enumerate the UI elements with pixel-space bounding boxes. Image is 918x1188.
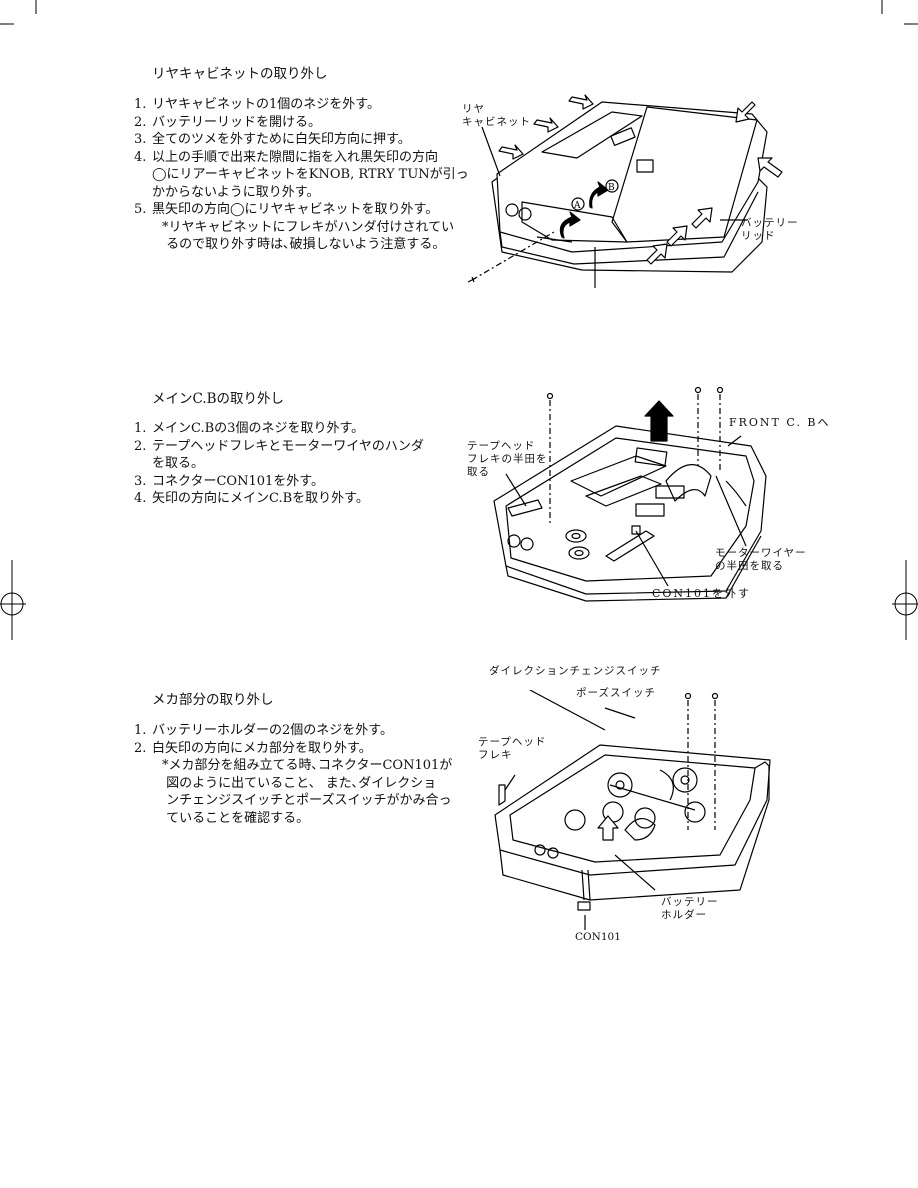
step-item: 1. バッテリーホルダーの2個のネジを外す。 bbox=[134, 722, 464, 740]
step-text: 矢印の方向にメインC.Bを取り外す。 bbox=[152, 491, 369, 506]
step-text: コネクターCON101を外す。 bbox=[152, 473, 324, 489]
step-number: 2. bbox=[134, 114, 147, 130]
marker-a: A bbox=[573, 201, 581, 211]
step-item: 5. 黒矢印の方向◯にリヤキャビネットを取り外す。 bbox=[134, 201, 464, 219]
label-tape-head-flex: テープヘッド フレキ bbox=[478, 736, 547, 761]
rear-cabinet-diagram: A B bbox=[467, 94, 783, 288]
label-motor-wire-solder: モーターワイヤー の半田を取る bbox=[715, 547, 807, 572]
label-pause-switch: ポーズスイッチ bbox=[576, 687, 656, 699]
rear-cabinet-steps: 1. リヤキャビネットの1個のネジを外す。 2. バッテリーリッドを開ける。 3. 全… bbox=[134, 96, 469, 254]
step-text: 黒矢印の方向◯にリヤキャビネットを取り外す。 bbox=[152, 202, 439, 217]
label-battery-holder: バッテリー ホルダー bbox=[661, 896, 719, 921]
caution-note: *リヤキャビネットにフレキがハンダ付けされてい るので取り外す時は､破損しないよ… bbox=[134, 219, 464, 254]
step-text: リヤキャビネットの1個のネジを外す。 bbox=[152, 97, 380, 112]
step-item: 3. コネクターCON101を外す。 bbox=[134, 473, 464, 491]
label-front-cb: FRONT C. Bへ bbox=[729, 416, 831, 429]
step-item: 4. 以上の手順で出来た隙間に指を入れ黒矢印の方向 ◯にリアーキャビネットをKNO… bbox=[134, 149, 469, 202]
step-number: 1. bbox=[134, 421, 147, 436]
step-item: 2. 白矢印の方向にメカ部分を取り外す。 bbox=[134, 740, 464, 758]
step-number: 1. bbox=[134, 97, 147, 112]
section-title-mecha: メカ部分の取り外し bbox=[152, 692, 274, 708]
step-item: 1. メインC.Bの3個のネジを取り外す。 bbox=[134, 420, 464, 438]
step-text: 白矢印の方向にメカ部分を取り外す。 bbox=[152, 740, 372, 756]
step-number: 4. bbox=[134, 149, 147, 165]
label-direction-change-switch: ダイレクションチェンジスイッチ bbox=[489, 665, 662, 677]
section-title-main-cb: メインC.Bの取り外し bbox=[152, 391, 285, 407]
label-rear-cabinet: リヤ キャビネット bbox=[462, 103, 531, 128]
marker-b: B bbox=[608, 183, 615, 193]
step-text: 全てのツメを外すために白矢印方向に押す。 bbox=[152, 132, 411, 147]
step-item: 1. リヤキャビネットの1個のネジを外す。 bbox=[134, 96, 464, 114]
step-number: 5. bbox=[134, 202, 147, 217]
step-number: 4. bbox=[134, 491, 147, 506]
label-con101-remove: CON101を外す bbox=[652, 587, 752, 600]
step-item: 2. バッテリーリッドを開ける。 bbox=[134, 114, 464, 132]
step-text: バッテリーホルダーの2個のネジを外す。 bbox=[152, 723, 393, 738]
main-cb-steps: 1. メインC.Bの3個のネジを取り外す。 2. テープヘッドフレキとモーターワイヤ… bbox=[134, 420, 464, 508]
step-item: 3. 全てのツメを外すために白矢印方向に押す。 bbox=[134, 131, 464, 149]
step-number: 3. bbox=[134, 473, 147, 489]
step-item: 4. 矢印の方向にメインC.Bを取り外す。 bbox=[134, 490, 464, 508]
label-battery-lid: バッテリー リッド bbox=[741, 217, 799, 242]
step-item: 2. テープヘッドフレキとモーターワイヤのハンダ を取る。 bbox=[134, 438, 464, 473]
caution-text: *リヤキャビネットにフレキがハンダ付けされてい るので取り外す時は､破損しないよ… bbox=[162, 219, 455, 253]
caution-text: *メカ部分を組み立てる時､コネクターCON101が 図のように出ていること、 ま… bbox=[162, 758, 453, 826]
caution-note: *メカ部分を組み立てる時､コネクターCON101が 図のように出ていること、 ま… bbox=[134, 757, 464, 827]
section-title-rear-cabinet: リヤキャビネットの取り外し bbox=[152, 66, 328, 82]
mecha-diagram bbox=[494, 690, 771, 930]
step-number: 2. bbox=[134, 438, 147, 454]
step-text: バッテリーリッドを開ける。 bbox=[152, 114, 322, 130]
step-number: 3. bbox=[134, 132, 147, 147]
step-text: 以上の手順で出来た隙間に指を入れ黒矢印の方向 ◯にリアーキャビネットをKNOB,… bbox=[152, 149, 469, 200]
main-cb-diagram bbox=[493, 386, 767, 602]
step-text: メインC.Bの3個のネジを取り外す。 bbox=[152, 421, 365, 436]
mecha-steps: 1. バッテリーホルダーの2個のネジを外す。 2. 白矢印の方向にメカ部分を取り外す… bbox=[134, 722, 464, 827]
label-tape-head-flex-solder: テープヘッド フレキの半田を 取る bbox=[467, 440, 548, 478]
step-number: 2. bbox=[134, 740, 147, 756]
step-number: 1. bbox=[134, 723, 147, 738]
step-text: テープヘッドフレキとモーターワイヤのハンダ を取る。 bbox=[152, 438, 424, 472]
label-con101: CON101 bbox=[575, 931, 621, 943]
